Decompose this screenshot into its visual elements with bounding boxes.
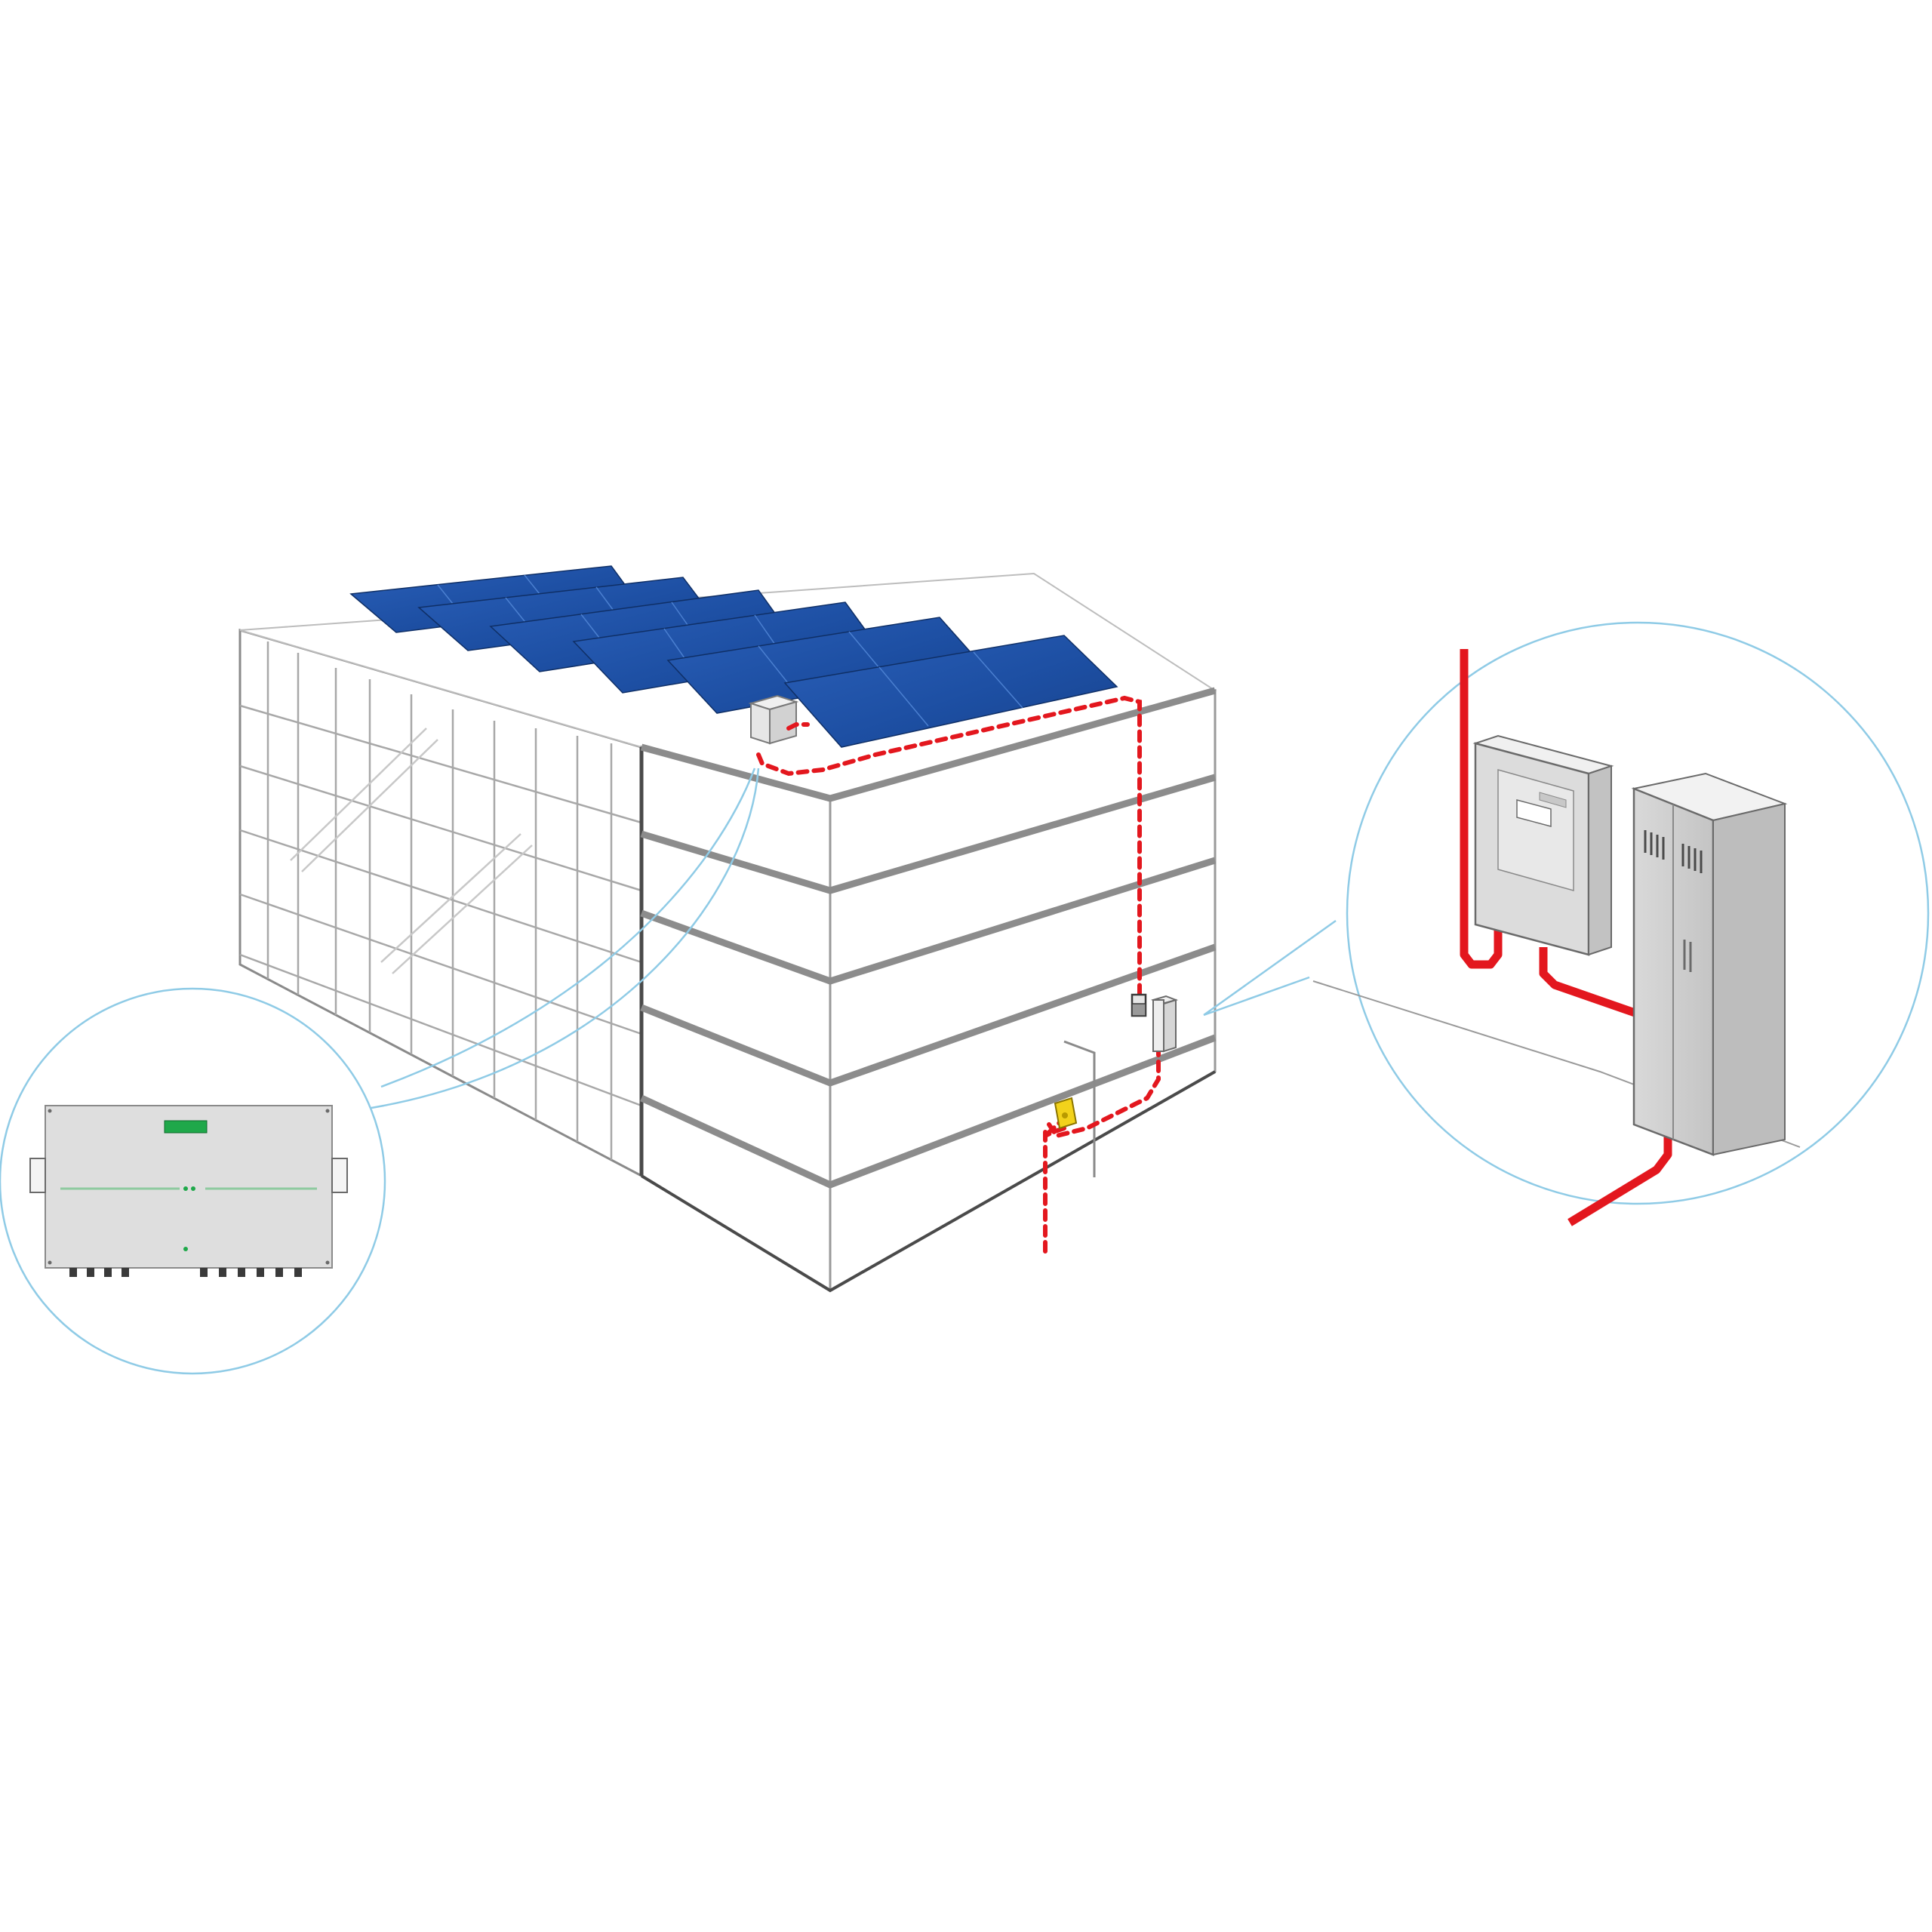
callout-combiner-detail — [0, 768, 760, 1375]
solar-panel-row — [783, 635, 1118, 748]
distribution-cabinet-icon — [1151, 995, 1179, 1053]
glass-reflection — [290, 728, 533, 974]
callout-pointer-right — [1203, 919, 1337, 1017]
cable-glands — [69, 1268, 302, 1277]
combiner-box-enlarged — [29, 1105, 348, 1277]
inverter-enlarged — [1472, 734, 1614, 956]
floor-bands — [640, 687, 1217, 1189]
cabinet-vents — [1644, 830, 1703, 873]
callout-inverter-cabinet-detail — [1203, 621, 1930, 1226]
combiner-box-icon — [748, 694, 799, 745]
solar-array — [349, 565, 1118, 748]
building-base — [640, 1070, 1216, 1293]
cabinet-enlarged — [1631, 772, 1788, 1156]
energy-meter-icon — [1054, 1097, 1078, 1130]
callout-pointer-left — [361, 768, 760, 1111]
entrance-notch — [1063, 1040, 1096, 1177]
inverter-icon — [1131, 993, 1147, 1017]
cable-route — [756, 695, 1161, 1255]
building-right-facade — [640, 689, 1217, 1292]
